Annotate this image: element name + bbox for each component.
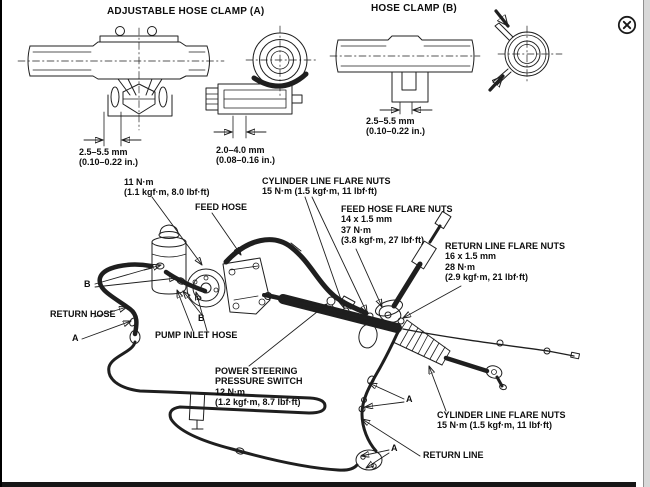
leader-lines bbox=[81, 196, 462, 468]
clamp-b-mid-callout: B bbox=[198, 313, 205, 323]
clamp-a-side-view-drawing bbox=[17, 26, 225, 147]
pump-fitting-torque-label: 11 N·m (1.1 kgf·m, 8.0 lbf·ft) bbox=[124, 177, 210, 198]
clamp-a-end-view-drawing bbox=[205, 25, 319, 139]
clamp-b-left-callout: B bbox=[84, 279, 91, 289]
feed-hose-label: FEED HOSE bbox=[195, 202, 248, 212]
clamp-b-title: HOSE CLAMP (B) bbox=[371, 3, 457, 14]
circle-x-icon bbox=[617, 15, 637, 35]
cylinder-line-flare-nuts-bottom-label: CYLINDER LINE FLARE NUTS 15 N·m (1.5 kgf… bbox=[437, 410, 566, 431]
feed-hose-flare-nuts-label: FEED HOSE FLARE NUTS 14 x 1.5 mm 37 N·m … bbox=[341, 204, 453, 245]
left-window-edge bbox=[0, 0, 2, 487]
dimension-clamp-a-side bbox=[83, 111, 142, 147]
clamp-a-side-dimension: 2.5–5.5 mm (0.10–0.22 in.) bbox=[79, 147, 139, 168]
cylinder-line-flare-nuts-top-label: CYLINDER LINE FLARE NUTS 15 N·m (1.5 kgf… bbox=[262, 176, 391, 197]
dimension-clamp-b bbox=[379, 101, 433, 115]
return-line-label: RETURN LINE bbox=[423, 450, 484, 460]
clamp-b-end-view-drawing bbox=[488, 9, 563, 92]
return-line-flare-nuts-label: RETURN LINE FLARE NUTS 16 x 1.5 mm 28 N·… bbox=[445, 241, 565, 282]
clamp-b-side-view-drawing bbox=[329, 35, 481, 115]
pressure-switch-label: POWER STEERING PRESSURE SWITCH 12 N·m (1… bbox=[215, 366, 303, 407]
right-scrollbar[interactable] bbox=[643, 0, 650, 487]
clamp-a-screw-dimension: 2.0–4.0 mm (0.08–0.16 in.) bbox=[216, 145, 276, 166]
return-line-drawing bbox=[107, 325, 402, 472]
clamp-b-dimension: 2.5–5.5 mm (0.10–0.22 in.) bbox=[366, 116, 426, 137]
clamp-a-bottom-callout: A bbox=[391, 443, 398, 453]
steering-rack-drawing bbox=[262, 210, 581, 391]
clamp-a-title: ADJUSTABLE HOSE CLAMP (A) bbox=[107, 6, 265, 17]
clamp-a-left-callout: A bbox=[72, 333, 79, 343]
return-hose-label: RETURN HOSE bbox=[50, 309, 116, 319]
close-button[interactable] bbox=[616, 14, 638, 36]
return-hose-drawing bbox=[97, 262, 165, 344]
feed-hose-drawing bbox=[223, 237, 369, 316]
main-routing-diagram bbox=[81, 196, 581, 472]
clamp-a-right-callout: A bbox=[406, 394, 413, 404]
pump-inlet-hose-label: PUMP INLET HOSE bbox=[155, 330, 238, 340]
dimension-clamp-a-screw bbox=[213, 115, 267, 139]
bottom-window-edge bbox=[0, 482, 636, 487]
